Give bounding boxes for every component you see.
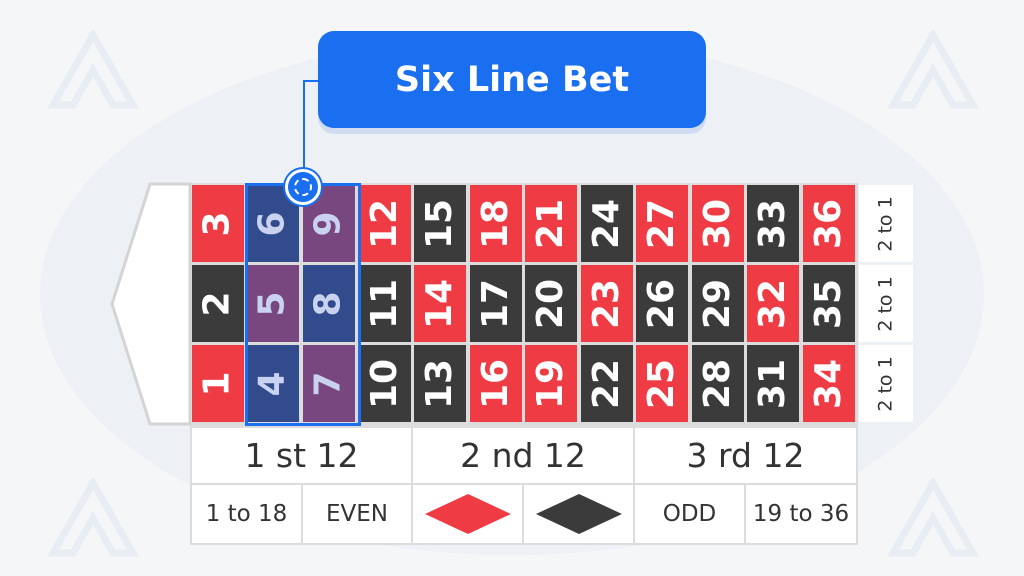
number-cell[interactable]: 29 xyxy=(692,265,744,342)
number-cell[interactable]: 14 xyxy=(414,265,466,342)
column-bet-label: 2 to 1 xyxy=(875,275,897,332)
dozen-bet-1[interactable]: 1 st 12 xyxy=(192,428,411,483)
number-cell[interactable]: 15 xyxy=(414,185,466,262)
number-grid xyxy=(190,183,858,426)
number-cell[interactable]: 26 xyxy=(636,265,688,342)
cell-number: 18 xyxy=(474,198,516,249)
number-cell[interactable]: 30 xyxy=(692,185,744,262)
callout-connector xyxy=(303,80,321,186)
low-bet-button[interactable]: 1 to 18 xyxy=(192,485,301,543)
number-cell[interactable]: 33 xyxy=(747,185,799,262)
cell-number: 33 xyxy=(751,198,793,249)
even-bet-button[interactable]: EVEN xyxy=(303,485,411,543)
number-cell[interactable]: 1 xyxy=(192,345,244,422)
cell-number: 10 xyxy=(363,358,405,409)
cell-number: 26 xyxy=(640,278,682,329)
number-cell[interactable]: 28 xyxy=(692,345,744,422)
black-bet-button[interactable] xyxy=(524,485,633,543)
callout-title: Six Line Bet xyxy=(394,59,630,100)
number-cell[interactable]: 31 xyxy=(747,345,799,422)
number-cell[interactable]: 23 xyxy=(581,265,633,342)
red-bet-button[interactable] xyxy=(413,485,522,543)
zero-pocket[interactable] xyxy=(110,182,192,427)
cell-number: 21 xyxy=(529,198,571,249)
number-cell[interactable]: 13 xyxy=(414,345,466,422)
watermark-logo-icon xyxy=(48,478,138,557)
cell-number: 22 xyxy=(585,358,627,409)
betting-chip-icon[interactable] xyxy=(285,169,321,205)
column-bet-2[interactable]: 2 to 1 xyxy=(859,265,913,342)
number-cell[interactable]: 36 xyxy=(803,185,855,262)
dozen-label: 3 rd 12 xyxy=(686,436,805,475)
cell-number: 2 xyxy=(197,290,238,317)
number-cell[interactable]: 20 xyxy=(525,265,577,342)
cell-number: 28 xyxy=(696,358,738,409)
cell-number: 20 xyxy=(529,278,571,329)
cell-number: 16 xyxy=(474,358,516,409)
number-cell[interactable]: 18 xyxy=(470,185,522,262)
even-bet-label: EVEN xyxy=(325,501,388,527)
bet-callout: Six Line Bet xyxy=(318,31,706,128)
number-cell[interactable]: 22 xyxy=(581,345,633,422)
cell-number: 34 xyxy=(807,358,849,409)
dozen-bet-2[interactable]: 2 nd 12 xyxy=(413,428,633,483)
number-cell[interactable]: 25 xyxy=(636,345,688,422)
cell-number: 31 xyxy=(751,358,793,409)
number-cell[interactable]: 12 xyxy=(359,185,411,262)
cell-number: 3 xyxy=(197,210,238,237)
column-bet-label: 2 to 1 xyxy=(875,195,897,252)
cell-number: 12 xyxy=(363,198,405,249)
cell-number: 29 xyxy=(696,278,738,329)
low-bet-label: 1 to 18 xyxy=(205,501,288,527)
cell-number: 1 xyxy=(197,370,238,397)
watermark-logo-icon xyxy=(888,478,978,557)
cell-number: 25 xyxy=(640,358,682,409)
number-cell[interactable]: 16 xyxy=(470,345,522,422)
number-cell[interactable]: 32 xyxy=(747,265,799,342)
cell-number: 17 xyxy=(474,278,516,329)
number-cell[interactable]: 35 xyxy=(803,265,855,342)
high-bet-button[interactable]: 19 to 36 xyxy=(746,485,856,543)
cell-number: 32 xyxy=(751,278,793,329)
number-cell[interactable]: 17 xyxy=(470,265,522,342)
cell-number: 24 xyxy=(585,198,627,249)
watermark-logo-icon xyxy=(888,30,978,109)
number-cell[interactable]: 10 xyxy=(359,345,411,422)
number-cell[interactable]: 21 xyxy=(525,185,577,262)
high-bet-label: 19 to 36 xyxy=(752,501,850,527)
six-line-selection xyxy=(245,183,361,426)
column-bet-3[interactable]: 2 to 1 xyxy=(859,345,913,422)
number-cell[interactable]: 27 xyxy=(636,185,688,262)
cell-number: 13 xyxy=(418,358,460,409)
red-diamond-icon xyxy=(424,494,511,534)
cell-number: 30 xyxy=(696,198,738,249)
cell-number: 19 xyxy=(529,358,571,409)
number-cell[interactable]: 19 xyxy=(525,345,577,422)
number-cell[interactable]: 24 xyxy=(581,185,633,262)
dozen-label: 2 nd 12 xyxy=(460,436,586,475)
black-diamond-icon xyxy=(535,494,622,534)
number-cell[interactable]: 34 xyxy=(803,345,855,422)
odd-bet-label: ODD xyxy=(662,501,717,527)
number-cell[interactable]: 2 xyxy=(192,265,244,342)
cell-number: 35 xyxy=(807,278,849,329)
cell-number: 11 xyxy=(363,278,405,329)
cell-number: 23 xyxy=(585,278,627,329)
number-cell[interactable]: 11 xyxy=(359,265,411,342)
column-bet-1[interactable]: 2 to 1 xyxy=(859,185,913,262)
cell-number: 36 xyxy=(807,198,849,249)
dozen-bet-3[interactable]: 3 rd 12 xyxy=(635,428,856,483)
cell-number: 27 xyxy=(640,198,682,249)
cell-number: 15 xyxy=(418,198,460,249)
dozen-label: 1 st 12 xyxy=(244,436,359,475)
watermark-logo-icon xyxy=(48,30,138,109)
odd-bet-button[interactable]: ODD xyxy=(635,485,744,543)
cell-number: 14 xyxy=(418,278,460,329)
number-cell[interactable]: 3 xyxy=(192,185,244,262)
column-bet-label: 2 to 1 xyxy=(875,355,897,412)
